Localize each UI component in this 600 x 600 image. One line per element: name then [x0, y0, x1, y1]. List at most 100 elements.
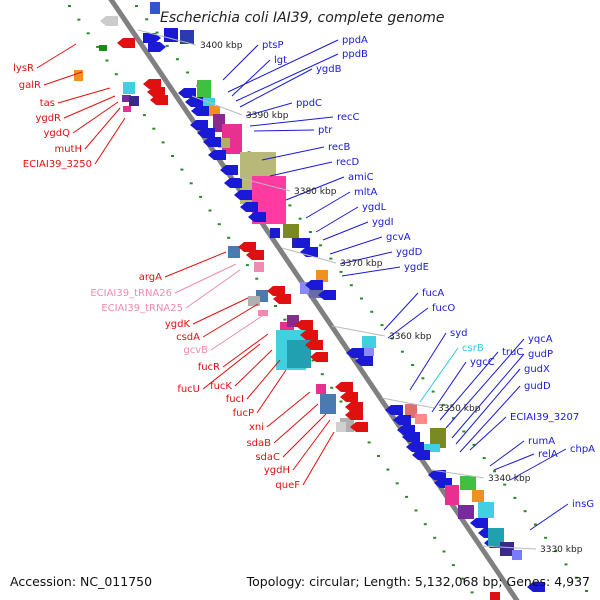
- gc-dot: [171, 155, 174, 157]
- gene-arrow: [385, 405, 403, 415]
- gc-dot: [452, 417, 455, 420]
- gc-dot: [145, 18, 149, 21]
- gc-dot: [470, 591, 474, 594]
- gc-dot: [503, 483, 507, 486]
- label-fucI: fucI: [226, 394, 244, 405]
- gene-arrow: [185, 97, 203, 107]
- label-mltA: mltA: [354, 187, 377, 198]
- gene-arrow: [234, 190, 252, 200]
- gc-dot: [462, 430, 466, 433]
- label-amiC: amiC: [348, 172, 374, 183]
- gene-arrow: [117, 38, 135, 48]
- gc-dot: [411, 364, 415, 366]
- gc-dot: [105, 59, 109, 62]
- gc-dot: [339, 400, 343, 403]
- gc-dot: [155, 31, 159, 34]
- gene-arrow: [402, 432, 420, 442]
- gc-dot: [339, 270, 343, 273]
- gc-dot: [451, 564, 455, 567]
- gc-dot: [395, 482, 399, 485]
- leader-line-fucU: [202, 343, 261, 390]
- label-ppdC: ppdC: [296, 98, 322, 109]
- leader-line-fucK: [234, 349, 273, 387]
- leader-line-fucP: [256, 369, 287, 414]
- leader-line-ygdK: [192, 297, 249, 325]
- gc-dot: [135, 5, 138, 7]
- label-galR: galR: [19, 80, 41, 91]
- feature-block: [472, 490, 484, 502]
- gene-arrow: [310, 352, 328, 362]
- gene-arrow: [238, 242, 256, 252]
- label-ygdE: ygdE: [404, 262, 429, 273]
- feature-block: [488, 528, 504, 546]
- leader-line-insG: [529, 503, 569, 531]
- gc-dot: [255, 277, 259, 280]
- label-mutH: mutH: [54, 144, 82, 155]
- leader-line-sdaC: [282, 413, 327, 458]
- leader-line-chpA: [509, 448, 567, 481]
- feature-block: [283, 224, 299, 238]
- gc-dot: [152, 127, 156, 130]
- gc-dot: [482, 457, 486, 459]
- gc-dot: [433, 536, 437, 539]
- leader-line-tas: [57, 87, 111, 104]
- label-ECIAI39_tRNA26: ECIAI39_tRNA26: [90, 288, 172, 299]
- gc-dot: [442, 550, 446, 553]
- tick-label: 3340 kbp: [488, 474, 531, 484]
- gc-dot: [431, 390, 435, 393]
- gene-arrow: [240, 202, 258, 212]
- gc-dot: [405, 495, 409, 498]
- gene-arrow: [197, 128, 215, 138]
- leader-line-ECIAI39_tRNA25: [185, 269, 241, 309]
- label-lgt: lgt: [274, 55, 287, 66]
- gc-dot: [564, 563, 568, 566]
- feature-block: [99, 45, 107, 51]
- gc-dot: [217, 223, 221, 226]
- gene-arrow: [292, 238, 310, 248]
- feature-block: [320, 394, 336, 414]
- leader-line-mutH: [84, 107, 121, 150]
- feature-block: [512, 550, 522, 560]
- gc-dot: [186, 71, 190, 74]
- gene-arrow: [220, 165, 238, 175]
- tick-label: 3370 kbp: [340, 259, 383, 269]
- label-fucA: fucA: [422, 288, 444, 299]
- gc-dot: [493, 470, 496, 473]
- feature-block: [218, 138, 230, 148]
- gene-arrow: [355, 356, 373, 366]
- gene-arrow: [246, 250, 264, 260]
- gene-arrow: [406, 442, 424, 452]
- feature-block: [460, 476, 476, 490]
- gc-dot: [283, 318, 287, 321]
- leader-line-gudP: [451, 353, 525, 439]
- leader-line-mltA: [305, 191, 351, 219]
- label-recB: recB: [328, 142, 351, 153]
- map-title: Escherichia coli IAI39, complete genome: [160, 10, 445, 26]
- label-insG: insG: [572, 499, 594, 510]
- leader-line-fucA: [383, 292, 419, 331]
- leader-line-syd: [409, 332, 447, 391]
- label-ptr: ptr: [318, 125, 333, 136]
- gc-dot: [288, 204, 292, 207]
- gc-dot: [421, 377, 425, 380]
- gc-dot: [274, 305, 277, 307]
- feature-block: [258, 310, 268, 316]
- label-sdaC: sdaC: [255, 452, 280, 463]
- gene-arrow: [143, 33, 161, 43]
- label-fucU: fucU: [177, 384, 200, 395]
- leader-line-ygdQ: [72, 101, 119, 134]
- feature-block: [478, 502, 494, 518]
- gene-arrow: [150, 95, 168, 105]
- gene-arrow: [178, 88, 196, 98]
- feature-block: [300, 282, 310, 294]
- leader-line-csdA: [202, 303, 259, 338]
- label-ygdL: ygdL: [362, 202, 387, 213]
- label-ygdD: ygdD: [396, 247, 423, 258]
- leader-line-gudD: [459, 385, 521, 453]
- feature-block: [336, 422, 346, 432]
- gene-arrow: [273, 294, 291, 304]
- gc-dot: [96, 45, 100, 48]
- gc-dot: [199, 195, 203, 198]
- gc-dot: [400, 350, 404, 353]
